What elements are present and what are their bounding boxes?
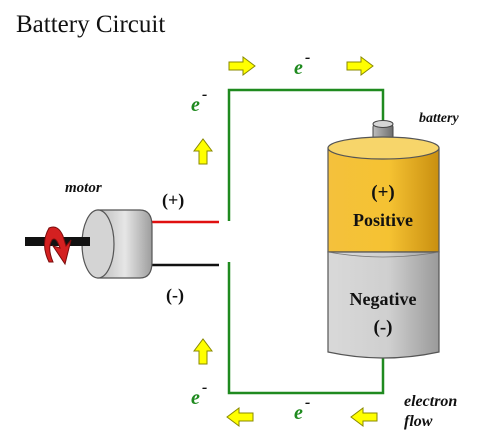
electron-label-bottom: e - [294, 394, 310, 424]
motor-plus-label: (+) [162, 190, 184, 211]
battery [327, 120, 440, 359]
electron-symbol: e [294, 57, 303, 79]
electron-charge: - [202, 86, 207, 103]
battery-negative-label: Negative [350, 289, 417, 309]
motor-minus-label: (-) [166, 285, 184, 306]
circuit-wire [227, 88, 385, 395]
electron-label-left-bottom: e - [191, 379, 207, 409]
electron-label-left-top: e - [191, 86, 207, 116]
electron-symbol: e [294, 402, 303, 424]
electron-charge: - [305, 49, 310, 66]
electron-symbol: e [191, 94, 200, 116]
flow-arrow-icon [350, 407, 378, 427]
battery-plus-symbol: (+) [371, 182, 394, 203]
battery-minus-symbol: (-) [374, 317, 393, 338]
flow-arrow-icon [346, 56, 374, 76]
battery-label: battery [419, 111, 459, 126]
flow-arrow-icon [193, 338, 213, 365]
flow-arrow-icon [226, 407, 254, 427]
electron-charge: - [305, 394, 310, 411]
electron-symbol: e [191, 387, 200, 409]
flow-arrow-icon [228, 56, 256, 76]
diagram-title: Battery Circuit [16, 11, 165, 38]
rotation-arrow-icon [44, 226, 72, 266]
electron-charge: - [202, 379, 207, 396]
flow-arrow-icon [193, 138, 213, 165]
battery-positive-label: Positive [353, 210, 413, 230]
motor-label: motor [65, 180, 102, 196]
electron-flow-label-line2: flow [404, 413, 433, 430]
electron-flow-label-line1: electron [404, 393, 457, 410]
electron-label-top: e - [294, 49, 310, 79]
